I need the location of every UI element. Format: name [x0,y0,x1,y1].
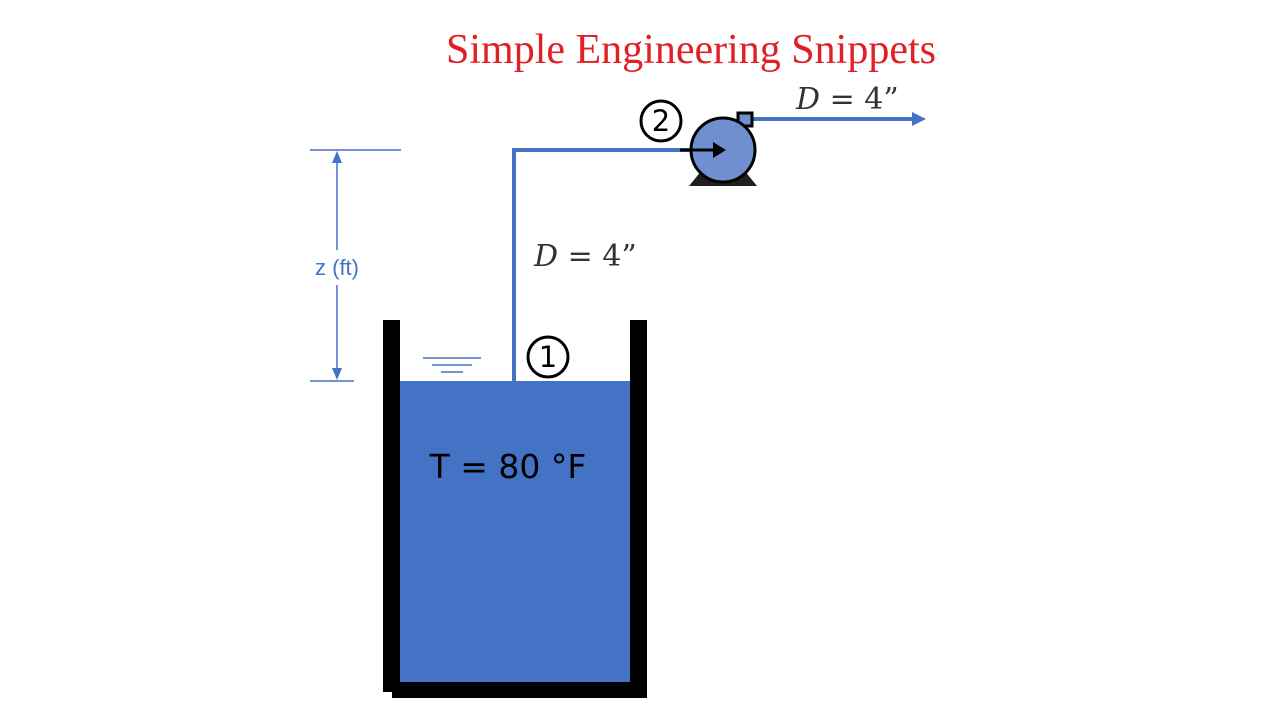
point-1-marker: 1 [526,335,570,379]
point-2-label: 2 [652,104,670,138]
outlet-arrow-icon [912,112,926,126]
elevation-label: z (ft) [315,255,359,280]
suction-pipe [512,148,690,381]
elevation-dimension [310,149,401,382]
page-title: Simple Engineering Snippets [446,27,936,73]
temperature-label: T = 80 °F [429,447,587,486]
pump-icon [680,111,757,186]
tank-bottom-wall [392,682,647,698]
tank-right-wall [630,320,647,698]
suction-diameter-label: D = 4” [533,239,637,274]
point-2-marker: 2 [639,99,683,143]
tank-left-wall [383,320,400,692]
tank-water [398,381,631,683]
point-1-label: 1 [539,340,557,374]
free-surface-symbol [423,357,481,373]
outlet-diameter-label: D = 4” [795,82,899,117]
